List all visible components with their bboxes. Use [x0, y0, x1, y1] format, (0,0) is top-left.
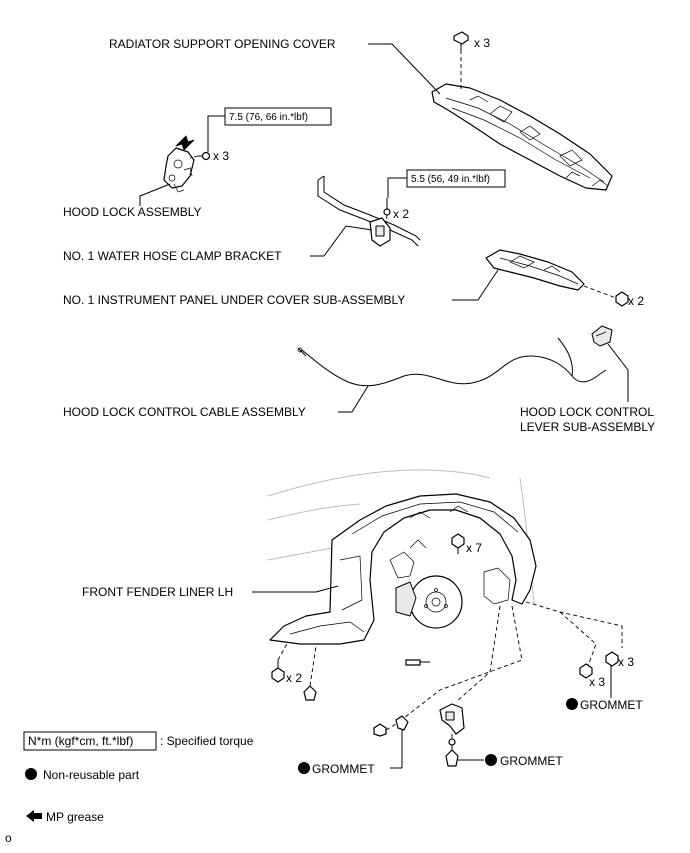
clip-icon	[605, 651, 619, 667]
lever-label-line1: HOOD LOCK CONTROL	[520, 405, 654, 419]
clip-icon	[615, 291, 629, 307]
grommet-icon	[303, 685, 317, 701]
fender-liner-label: FRONT FENDER LINER LH	[82, 585, 233, 599]
control-cable-label: HOOD LOCK CONTROL CABLE ASSEMBLY	[63, 405, 306, 419]
liner-clip-count: x 7	[466, 541, 482, 555]
nonreusable-dot-icon	[566, 698, 578, 710]
water-hose-clamp-bracket	[369, 217, 391, 247]
torque-hood-lock: 7.5 (76, 66 in.*lbf)	[229, 112, 308, 123]
bolt-icon	[405, 659, 430, 666]
bracket-bolt-count: x 2	[393, 207, 409, 221]
instrument-panel-under-cover	[485, 249, 585, 291]
hood-lock-control-cable	[297, 337, 607, 387]
radiator-support-opening-cover	[431, 83, 613, 191]
under-cover-clip-count: x 2	[628, 294, 644, 308]
leader-line	[309, 645, 317, 687]
legend-torque-box	[23, 731, 157, 751]
right-upper-count: x 3	[618, 655, 634, 669]
hood-lock-label: HOOD LOCK ASSEMBLY	[63, 205, 202, 219]
leader-line	[452, 269, 499, 301]
water-hose	[317, 175, 421, 247]
leader-line	[338, 385, 369, 413]
radiator-cover-label: RADIATOR SUPPORT OPENING COVER	[109, 37, 336, 51]
leader-line	[583, 285, 617, 299]
leader-line	[385, 723, 397, 731]
brake-rotor-hub	[389, 539, 463, 629]
front-fender-liner	[269, 493, 537, 645]
legend-grease-arrow-icon	[26, 810, 42, 822]
leader-line	[525, 601, 623, 648]
mp-grease-arrow-icon	[175, 135, 195, 151]
cover-clip-count: x 3	[474, 36, 490, 50]
hood-bolt-count: x 3	[213, 149, 229, 163]
lever-label-line2: LEVER SUB-ASSEMBLY	[520, 420, 655, 434]
leader-line	[277, 641, 289, 661]
water-hose-bracket-label: NO. 1 WATER HOSE CLAMP BRACKET	[63, 249, 282, 263]
grommet-bottom-label: GROMMET	[500, 754, 563, 768]
leader-line	[403, 605, 523, 719]
legend-nonreusable-dot-icon	[25, 768, 37, 780]
hood-lock-assembly	[163, 147, 195, 193]
bolt-icon	[383, 198, 391, 216]
clip-icon	[373, 723, 387, 737]
legend-torque-units: N*m (kgf*cm, ft.*lbf)	[28, 734, 133, 748]
grommet-icon	[445, 749, 459, 767]
grommet-icon	[395, 715, 409, 731]
leader-line	[607, 343, 629, 402]
under-cover-label: NO. 1 INSTRUMENT PANEL UNDER COVER SUB-A…	[63, 293, 405, 307]
bolt-icon	[448, 738, 456, 750]
leader-line	[387, 177, 407, 198]
leader-line	[252, 585, 339, 593]
clip-icon	[271, 660, 285, 683]
leader-line	[559, 611, 597, 667]
leader-line	[455, 605, 501, 703]
bolt-icon	[198, 151, 211, 161]
leader-line	[189, 155, 199, 159]
torque-water-hose: 5.5 (56, 49 in.*lbf)	[411, 174, 490, 185]
leader-line	[368, 43, 441, 95]
leader-line	[207, 115, 225, 152]
liner-front-clip-count: x 2	[286, 671, 302, 685]
nonreusable-dot-icon	[485, 754, 497, 766]
hood-lock-control-lever	[591, 325, 613, 347]
right-lower-count: x 3	[589, 675, 605, 689]
legend-grease: MP grease	[46, 810, 104, 824]
legend-torque-desc: : Specified torque	[160, 734, 254, 748]
clip-icon	[453, 31, 469, 50]
legend-nonreusable: Non-reusable part	[43, 768, 140, 782]
clip-icon	[579, 663, 593, 679]
leader-line	[139, 183, 171, 206]
clip-icon	[451, 533, 465, 554]
grommet-right-label: GROMMET	[580, 698, 643, 712]
leader-line	[310, 225, 373, 257]
lower-bracket	[439, 703, 465, 735]
footer-mark: o	[5, 831, 12, 845]
leader-line	[385, 214, 388, 225]
nonreusable-dot-icon	[298, 762, 310, 774]
grommet-left-label: GROMMET	[312, 762, 375, 776]
vehicle-body-outline	[267, 469, 535, 605]
